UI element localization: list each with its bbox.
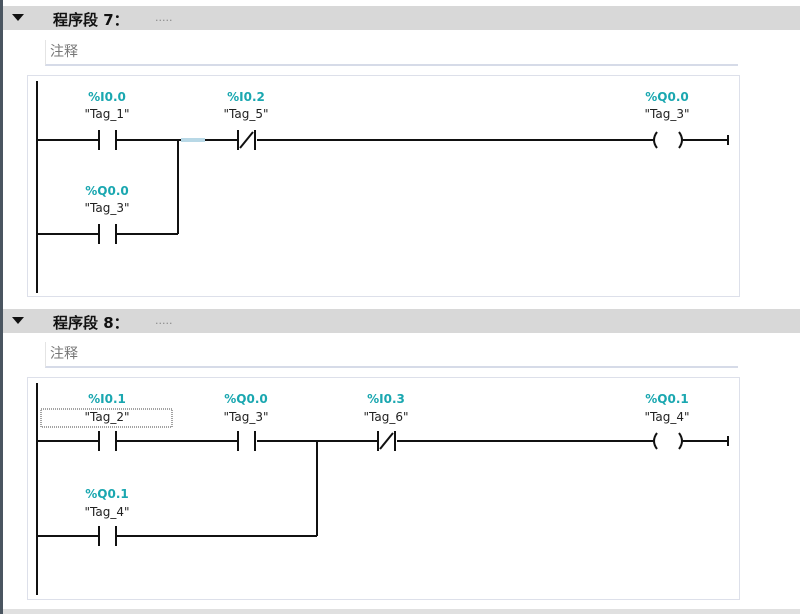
operand-tag: "Tag_4" xyxy=(645,410,690,424)
window-edge xyxy=(0,0,3,614)
contact-nc xyxy=(377,431,396,451)
operand-address: %Q0.1 xyxy=(85,487,128,501)
ladder-line xyxy=(653,432,658,450)
operand-tag: "Tag_3" xyxy=(645,107,690,121)
ladder-line xyxy=(653,131,658,149)
coil xyxy=(653,432,683,450)
network-title: 程序段 7： xyxy=(53,11,129,29)
operand-address: %Q0.0 xyxy=(645,90,688,104)
operand-tag: "Tag_6" xyxy=(364,410,409,424)
network-comment[interactable]: 注释 xyxy=(45,40,738,66)
coil xyxy=(653,131,683,149)
operand-address: %I0.2 xyxy=(227,90,265,104)
operand-tag: "Tag_5" xyxy=(224,107,269,121)
network-8-header[interactable]: 程序段 8： ..... xyxy=(3,309,800,333)
operand-tag: "Tag_3" xyxy=(85,201,130,215)
operand-address: %I0.0 xyxy=(88,90,126,104)
collapse-triangle-icon[interactable] xyxy=(12,317,24,324)
operand-tag: "Tag_3" xyxy=(224,410,269,424)
collapse-triangle-icon[interactable] xyxy=(12,14,24,21)
operand-address: %Q0.0 xyxy=(224,392,267,406)
contact-nc xyxy=(237,130,256,150)
network-name-placeholder[interactable]: ..... xyxy=(155,314,173,327)
operand-address: %I0.1 xyxy=(88,392,126,406)
ladder-line xyxy=(678,131,683,149)
network-7-ladder[interactable]: %I0.0 "Tag_1" %I0.2 "Tag_5" %Q0.0 "Tag_3… xyxy=(27,75,740,297)
next-network-header xyxy=(3,609,800,614)
ladder-line xyxy=(239,131,254,149)
operand-address: %Q0.1 xyxy=(645,392,688,406)
operand-tag: "Tag_2" xyxy=(85,410,130,424)
ladder-line xyxy=(379,432,394,450)
network-comment[interactable]: 注释 xyxy=(45,342,738,368)
operand-tag: "Tag_4" xyxy=(85,505,130,519)
ladder-group xyxy=(36,383,729,595)
selection-highlight xyxy=(181,138,205,142)
selected-operand-box xyxy=(40,408,173,428)
network-title: 程序段 8： xyxy=(53,314,129,332)
network-8-ladder[interactable]: %I0.1 "Tag_2" %Q0.0 "Tag_3" %I0.3 "Tag_6… xyxy=(27,377,740,600)
operand-tag: "Tag_1" xyxy=(85,107,130,121)
operand-address: %I0.3 xyxy=(367,392,405,406)
ladder-line xyxy=(678,432,683,450)
network-7-header[interactable]: 程序段 7： ..... xyxy=(3,6,800,30)
operand-address: %Q0.0 xyxy=(85,184,128,198)
ladder-group xyxy=(36,81,729,293)
network-name-placeholder[interactable]: ..... xyxy=(155,11,173,24)
